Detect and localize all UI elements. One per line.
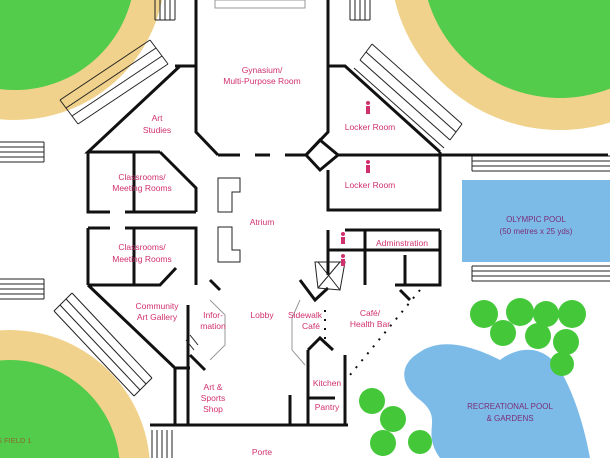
olympic-pool-label: OLYMPIC POOL (506, 215, 566, 224)
shop-label-3: Shop (203, 404, 223, 414)
porte-label: Porte (252, 447, 273, 457)
art-studies-label-2: Studies (143, 125, 171, 135)
field-label: S FIELD 1 (0, 436, 32, 445)
classrooms-2-label: Classrooms/ (118, 242, 166, 252)
classrooms-2-label-2: Meeting Rooms (112, 254, 172, 264)
sidewalk-cafe-label-2: Café (302, 321, 320, 331)
classrooms-1-label: Classrooms/ (118, 172, 166, 182)
kitchen-label: Kitchen (313, 378, 342, 388)
locker-room-2-label: Locker Room (345, 180, 396, 190)
pantry-label: Pantry (315, 402, 340, 412)
sidewalk-cafe-label: Sidewalk (288, 310, 323, 320)
classrooms-1-label-2: Meeting Rooms (112, 183, 172, 193)
olympic-pool-size: (50 metres x 25 yds) (500, 227, 573, 236)
stairs (185, 177, 346, 351)
locker-room-1-label: Locker Room (345, 122, 396, 132)
shop-label-2: Sports (201, 393, 226, 403)
information-label: Infor- (203, 310, 223, 320)
olympic-pool (462, 180, 610, 262)
recreational-pool-label-2: & GARDENS (486, 414, 533, 423)
gallery-label-2: Art Gallery (137, 312, 178, 322)
sports-field-bottom-left (0, 330, 150, 458)
walls (84, 0, 608, 427)
gym-label-2: Multi-Purpose Room (223, 76, 300, 86)
recreational-pool (404, 344, 590, 458)
shop-label: Art & (204, 382, 223, 392)
sports-field-top-right (394, 0, 610, 131)
information-label-2: mation (200, 321, 226, 331)
glass-partitions (209, 299, 306, 366)
cafe-label: Café/ (360, 308, 381, 318)
lobby-label: Lobby (250, 310, 274, 320)
administration-label: Adminstration (376, 238, 428, 248)
art-studies-label: Art (152, 113, 164, 123)
gym-label: Gynasium/ (242, 65, 283, 75)
atrium-label: Atrium (250, 217, 275, 227)
trees (359, 298, 586, 456)
cafe-label-2: Health Bar (350, 319, 390, 329)
sports-field-top-left (0, 0, 162, 120)
recreational-pool-label: RECREATIONAL POOL (467, 402, 553, 411)
dotted-boundary (324, 289, 421, 376)
restroom-icon (341, 101, 370, 266)
gallery-label: Community (136, 301, 180, 311)
